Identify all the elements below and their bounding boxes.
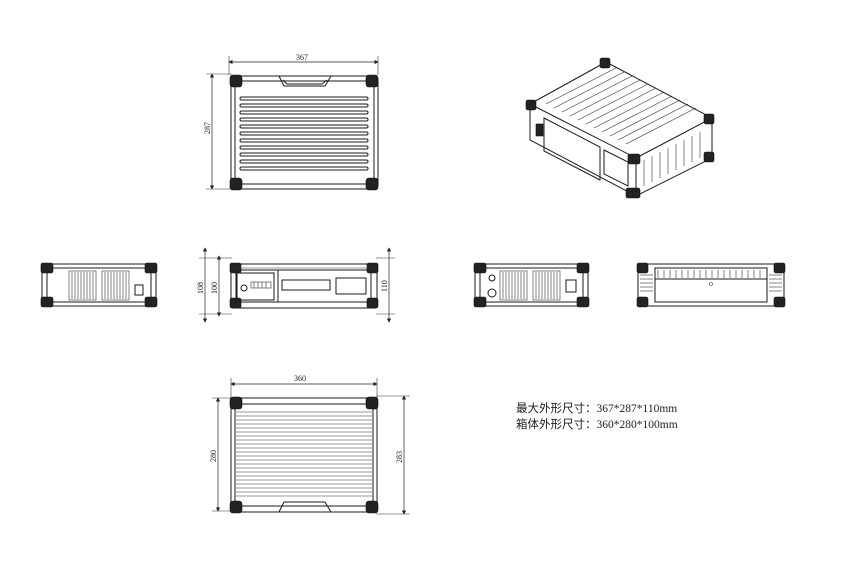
dim-front-height-inner: 100: [210, 282, 219, 294]
dim-bottom-width: 360: [294, 374, 306, 383]
spec-box-size: 箱体外形尺寸：360*280*100mm: [516, 419, 678, 431]
bottom-view: 360 280 283: [209, 374, 410, 515]
spec-max-size: 最大外形尺寸：367*287*110mm: [516, 403, 678, 415]
dim-top-width: 367: [296, 53, 308, 62]
dim-front-height-mid: 108: [196, 282, 205, 294]
back-view: [636, 262, 786, 308]
front-view: 108 100 110: [196, 247, 395, 323]
isometric-view: [525, 57, 715, 199]
rear-view: [473, 262, 590, 308]
dim-bottom-depth-inner: 280: [209, 450, 218, 462]
dim-bottom-depth-outer: 283: [395, 451, 404, 463]
top-view: 367 287: [203, 53, 379, 191]
left-side-view: [40, 262, 158, 308]
dim-front-height-outer: 110: [380, 280, 389, 292]
dim-top-depth: 287: [203, 122, 212, 134]
